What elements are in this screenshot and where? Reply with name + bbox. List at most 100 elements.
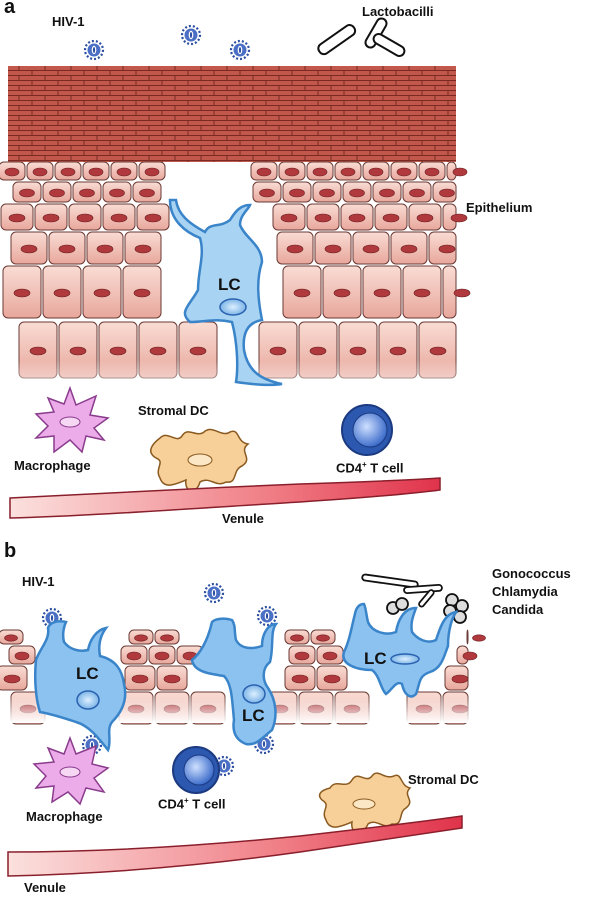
- cell-nucleus: [362, 244, 380, 254]
- chlamydia-label: Chlamydia: [492, 584, 558, 599]
- cell-nucleus: [400, 244, 418, 254]
- cell-nucleus: [333, 288, 351, 298]
- cell-nucleus: [438, 244, 456, 254]
- cell-nucleus: [14, 651, 30, 661]
- cell-nucleus: [134, 244, 152, 254]
- cell-nucleus: [32, 167, 48, 177]
- cell-nucleus: [451, 674, 469, 684]
- cell-nucleus: [96, 244, 114, 254]
- cell-nucleus: [472, 634, 486, 642]
- cell-nucleus: [3, 674, 21, 684]
- cell-nucleus: [76, 213, 94, 223]
- cell-nucleus: [373, 288, 391, 298]
- venule-vessel-a: [9, 477, 441, 519]
- cell-nucleus: [4, 167, 20, 177]
- cell-nucleus: [323, 674, 341, 684]
- cell-nucleus: [286, 244, 304, 254]
- cell-nucleus: [348, 213, 366, 223]
- hiv-label-a: HIV-1: [52, 14, 85, 29]
- cell-nucleus: [324, 244, 342, 254]
- panel-a: [0, 17, 471, 519]
- cell-nucleus: [149, 346, 167, 356]
- cd4-label-a: CD4+ T cell: [336, 460, 404, 476]
- lc-nucleus-b2: [242, 684, 266, 704]
- cell-nucleus: [49, 188, 65, 198]
- cell-nucleus: [109, 346, 127, 356]
- panel-b-letter: b: [4, 540, 17, 562]
- cell-nucleus: [314, 213, 332, 223]
- cell-nucleus: [424, 167, 440, 177]
- cell-nucleus: [189, 346, 207, 356]
- cell-nucleus: [316, 634, 330, 642]
- cell-nucleus: [453, 288, 471, 298]
- lactobacilli-icon: [317, 17, 406, 57]
- cell-nucleus: [462, 651, 478, 661]
- cell-nucleus: [259, 188, 275, 198]
- cell-nucleus: [154, 651, 170, 661]
- venule-vessel-b: [7, 815, 463, 877]
- hiv-virion-icon: [256, 605, 278, 627]
- cell-nucleus: [58, 244, 76, 254]
- hiv-virion-icon: [83, 39, 105, 61]
- gonococcus-label: Gonococcus: [492, 566, 571, 581]
- cell-nucleus: [349, 188, 365, 198]
- langerhans-cell-a: [168, 198, 283, 387]
- cell-nucleus: [389, 346, 407, 356]
- cell-nucleus: [19, 188, 35, 198]
- cell-nucleus: [280, 213, 298, 223]
- cell-nucleus: [53, 288, 71, 298]
- lc-label-b1: LC: [76, 664, 99, 683]
- cell-nucleus: [110, 213, 128, 223]
- stromal-dc-label-b: Stromal DC: [408, 772, 479, 787]
- macrophage-label-b: Macrophage: [26, 809, 103, 824]
- cell-nucleus: [309, 346, 327, 356]
- cell-nucleus: [293, 288, 311, 298]
- cell-nucleus: [133, 288, 151, 298]
- epithelium-layer-a: [0, 161, 471, 379]
- cell-nucleus: [294, 651, 310, 661]
- cell-nucleus: [312, 167, 328, 177]
- cell-nucleus: [340, 167, 356, 177]
- cell-nucleus: [349, 346, 367, 356]
- hiv-label-b: HIV-1: [22, 574, 55, 589]
- cell-nucleus: [379, 188, 395, 198]
- venule-label-b: Venule: [24, 880, 66, 895]
- cell-nucleus: [256, 167, 272, 177]
- cell-nucleus: [8, 213, 26, 223]
- cell-nucleus: [160, 634, 174, 642]
- cd4-t-cell-b: [172, 746, 220, 794]
- keratin-layer-a: [8, 66, 456, 162]
- cell-nucleus: [144, 167, 160, 177]
- langerhans-cell-b1: [33, 620, 127, 753]
- cell-nucleus: [79, 188, 95, 198]
- cell-nucleus: [126, 651, 142, 661]
- cell-nucleus: [29, 346, 47, 356]
- cd4-t-cell-a: [341, 404, 393, 456]
- hiv-virion-icon: [203, 582, 225, 604]
- cell-nucleus: [13, 288, 31, 298]
- cell-nucleus: [450, 213, 468, 223]
- cell-nucleus: [319, 188, 335, 198]
- hiv-virion-icon: [229, 39, 251, 61]
- cell-nucleus: [60, 167, 76, 177]
- cell-nucleus: [269, 346, 287, 356]
- cell-nucleus: [93, 288, 111, 298]
- cell-nucleus: [42, 213, 60, 223]
- cell-nucleus: [322, 651, 338, 661]
- panel-a-letter: a: [4, 0, 16, 18]
- cd4-label-b: CD4+ T cell: [158, 796, 226, 812]
- epithelial-cell: [466, 629, 469, 645]
- cell-nucleus: [409, 188, 425, 198]
- cell-nucleus: [163, 674, 181, 684]
- cell-nucleus: [4, 634, 18, 642]
- cell-nucleus: [291, 674, 309, 684]
- fade-a: [0, 360, 470, 400]
- lc-nucleus-a: [219, 298, 247, 316]
- cell-nucleus: [368, 167, 384, 177]
- cell-nucleus: [88, 167, 104, 177]
- cell-nucleus: [289, 188, 305, 198]
- lc-nucleus-b1: [76, 690, 100, 710]
- panel-b: [0, 573, 486, 877]
- lc-label-a: LC: [218, 275, 241, 294]
